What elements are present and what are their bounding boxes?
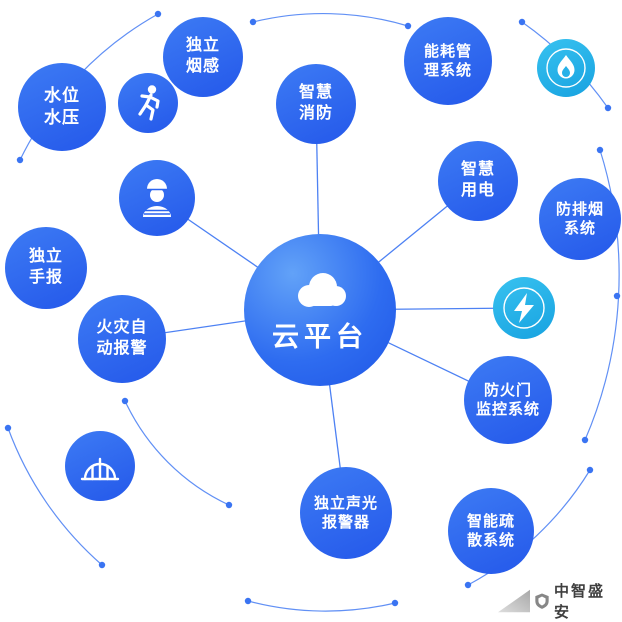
node-energy-management: 能耗管 理系统 xyxy=(404,17,492,105)
node-auto-fire-alarm: 火灾自 动报警 xyxy=(78,295,166,383)
node-label: 智慧 xyxy=(298,84,333,102)
center-cloud-platform: 云平台 xyxy=(244,234,396,386)
node-label: 能耗管 xyxy=(423,42,472,60)
node-water-pressure: 水位 水压 xyxy=(18,63,106,151)
node-flame xyxy=(537,39,595,97)
node-label: 智慧 xyxy=(460,161,495,179)
node-label: 防火门 xyxy=(483,381,532,399)
node-label: 监控系统 xyxy=(475,401,540,418)
worker-icon xyxy=(143,179,171,217)
node-label: 报警器 xyxy=(321,514,370,531)
dome-icon xyxy=(80,457,120,481)
node-smart-fire: 智慧 消防 xyxy=(276,64,356,144)
node-label: 动报警 xyxy=(96,340,148,357)
node-label: 消防 xyxy=(298,105,333,122)
node-label: 智能疏 xyxy=(466,512,515,530)
node-sound-light-alarm: 独立声光 报警器 xyxy=(300,467,392,559)
node-fire-door-monitor: 防火门 监控系统 xyxy=(464,356,552,444)
node-label: 水压 xyxy=(44,108,80,127)
node-runner xyxy=(118,73,178,133)
node-label: 系统 xyxy=(563,220,596,237)
node-smoke-exhaust: 防排烟 系统 xyxy=(539,178,621,260)
node-evacuation-system: 智能疏 散系统 xyxy=(448,488,534,574)
node-worker xyxy=(119,160,195,236)
node-label: 用电 xyxy=(460,182,495,199)
cloud-icon xyxy=(298,272,346,307)
node-label: 独立 xyxy=(28,248,63,266)
node-label: 独立声光 xyxy=(313,494,378,512)
node-label: 防排烟 xyxy=(555,200,604,218)
node-dome-station xyxy=(65,431,135,501)
node-label: 散系统 xyxy=(466,532,515,549)
watermark: 中智盛安 xyxy=(498,583,618,621)
node-lightning xyxy=(493,277,555,339)
watermark-triangle xyxy=(498,589,530,613)
lightning-icon xyxy=(503,287,545,329)
brand-name: 中智盛安 xyxy=(554,583,606,621)
orbit-arcs xyxy=(7,12,620,612)
node-manual-alarm: 独立 手报 xyxy=(5,227,87,309)
node-smoke-detector: 独立 烟感 xyxy=(163,17,243,97)
node-label: 水位 xyxy=(44,85,80,105)
node-label: 烟感 xyxy=(185,58,220,75)
running-person-icon xyxy=(138,85,160,121)
center-label: 云平台 xyxy=(272,321,368,352)
node-label: 手报 xyxy=(28,269,63,286)
brand-logo-icon xyxy=(535,593,549,609)
node-label: 理系统 xyxy=(423,62,472,79)
node-smart-power: 智慧 用电 xyxy=(438,141,518,221)
flame-icon xyxy=(546,48,586,88)
orbit-dots xyxy=(4,10,621,607)
node-label: 火灾自 xyxy=(96,319,148,337)
node-label: 独立 xyxy=(185,37,220,55)
